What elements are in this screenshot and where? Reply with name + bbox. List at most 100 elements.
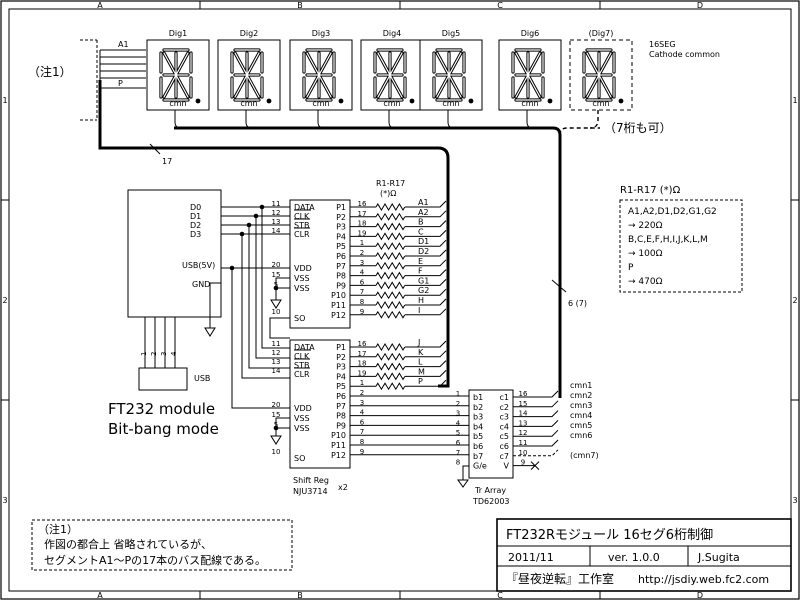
tr-out-label: V [504,462,510,471]
module-pin-d1: D1 [190,212,201,221]
cmn7-wire [513,449,559,457]
digit-label: Dig3 [312,29,331,38]
frame-row-3-right: 3 [792,496,797,505]
segment-label: J [417,338,420,347]
segment-wire [405,379,447,387]
decimal-point [468,98,474,104]
cmn-out-wire [513,400,559,408]
power-label-vss: VSS [294,284,310,293]
module-pin-d0: D0 [190,203,201,212]
power-label-vss: VSS [294,414,310,423]
input-label-stb: STB [294,361,309,370]
resistor-symbol [375,343,406,351]
cmn-label: cmn [383,99,400,108]
resistor-symbol [375,372,406,381]
output-label: P6 [336,392,346,401]
resistor-note-line-1: A1,A2,D1,D2,G1,G2 [628,207,717,217]
input-pin-number: 12 [272,209,281,217]
title-block-org: 『昼夜逆転』工作室 [506,571,614,586]
tr-in-pin: 6 [456,439,461,447]
module-gnd-symbol [204,282,221,337]
output-label: P12 [331,311,346,320]
output-label: P11 [331,301,346,310]
segment-label: B [418,218,424,227]
output-pin-number: 7 [360,428,364,436]
segment-row-j: J [375,338,447,351]
resistor-note-line-6: → 470Ω [628,277,663,287]
title-block [496,518,792,592]
shift-register-2: DATA11CLK12STB13CLR14VDD20VSS15VSS5SO10P… [272,339,376,469]
input-label-data: DATA [294,203,315,212]
input-label-clk: CLK [294,212,310,221]
note-line-2: セグメントA1～Pの17本のバス配線である。 [44,553,266,567]
input-pin-number: 14 [272,227,281,235]
resistor-symbol [375,310,406,319]
resistor-symbol [375,212,406,221]
cmn-out-wire [513,410,559,418]
dig7-cmn-tap [589,110,599,129]
digit-label: Dig2 [240,29,259,38]
output-label: P10 [331,431,346,440]
output-pin-number: 9 [360,448,364,456]
segment-label: C [418,227,424,236]
usb-pin-4: 4 [170,351,178,356]
segment-row-p: P [375,377,447,391]
tr-in-label: b6 [473,442,483,451]
segment-label: A1 [418,198,429,207]
output-pin-number: 6 [360,278,365,286]
output-label: P3 [336,363,346,372]
segment-row-a1: A1 [375,198,447,211]
seg-type-label: 16SEG [649,40,676,49]
module-title-line1: FT232 module [108,400,215,418]
segment-row-b: B [375,218,447,231]
output-pin-number: 3 [360,259,364,267]
cmn-out-label: cmn4 [570,411,592,420]
tr-out-pin: 12 [519,429,528,437]
tr-in-pin: 1 [456,390,460,398]
segment-wire [405,259,447,267]
segment-wire [405,298,447,306]
output-label: P12 [331,451,346,460]
cmn7-label: (cmn7) [570,451,599,460]
segment-row-g2: G2 [375,286,447,300]
resistor-symbol [375,232,406,241]
tr-out-label: c1 [500,393,510,402]
resistor-note-title: R1-R17 (*)Ω [620,185,681,196]
decimal-point [338,98,344,104]
usb-label: USB [194,374,210,383]
note-bracket [80,39,97,121]
segment-label: M [418,367,425,376]
resistor-symbol [375,301,406,309]
output-pin-number: 1 [360,379,364,387]
cmn-out-wire [513,420,559,427]
output-pin-number: 6 [360,418,365,426]
tr-in-pin: 7 [456,449,460,457]
output-label: P7 [336,402,346,411]
segment-row-c: C [375,227,447,241]
segment-label: P [418,377,423,386]
segment-wire [405,279,447,286]
output-pin-number: 4 [360,409,365,417]
output-pin-number: 1 [360,239,364,247]
sixteen-segment-glyph-inner [433,49,465,101]
resistor-symbol [375,222,406,231]
output-pin-number: 19 [358,229,367,237]
segment-row-d2: D2 [375,247,447,260]
tr-out-pin: 16 [519,390,528,398]
resistor-symbol [375,352,406,361]
module-pin-d3: D3 [190,230,201,239]
segment-wire [405,360,447,368]
segment-wire [405,269,447,277]
frame-row-1-right: 1 [792,96,797,105]
power-label-vss: VSS [294,274,310,283]
usb-pin-2: 2 [150,352,158,356]
ft232-module-box [127,189,222,318]
cmn-out-wire [513,429,559,437]
segment-wire [405,370,447,377]
active-low-overlines [294,209,311,229]
resistor-value: (*)Ω [380,189,396,198]
segment-wire [405,210,447,218]
control-wiring [221,206,290,436]
